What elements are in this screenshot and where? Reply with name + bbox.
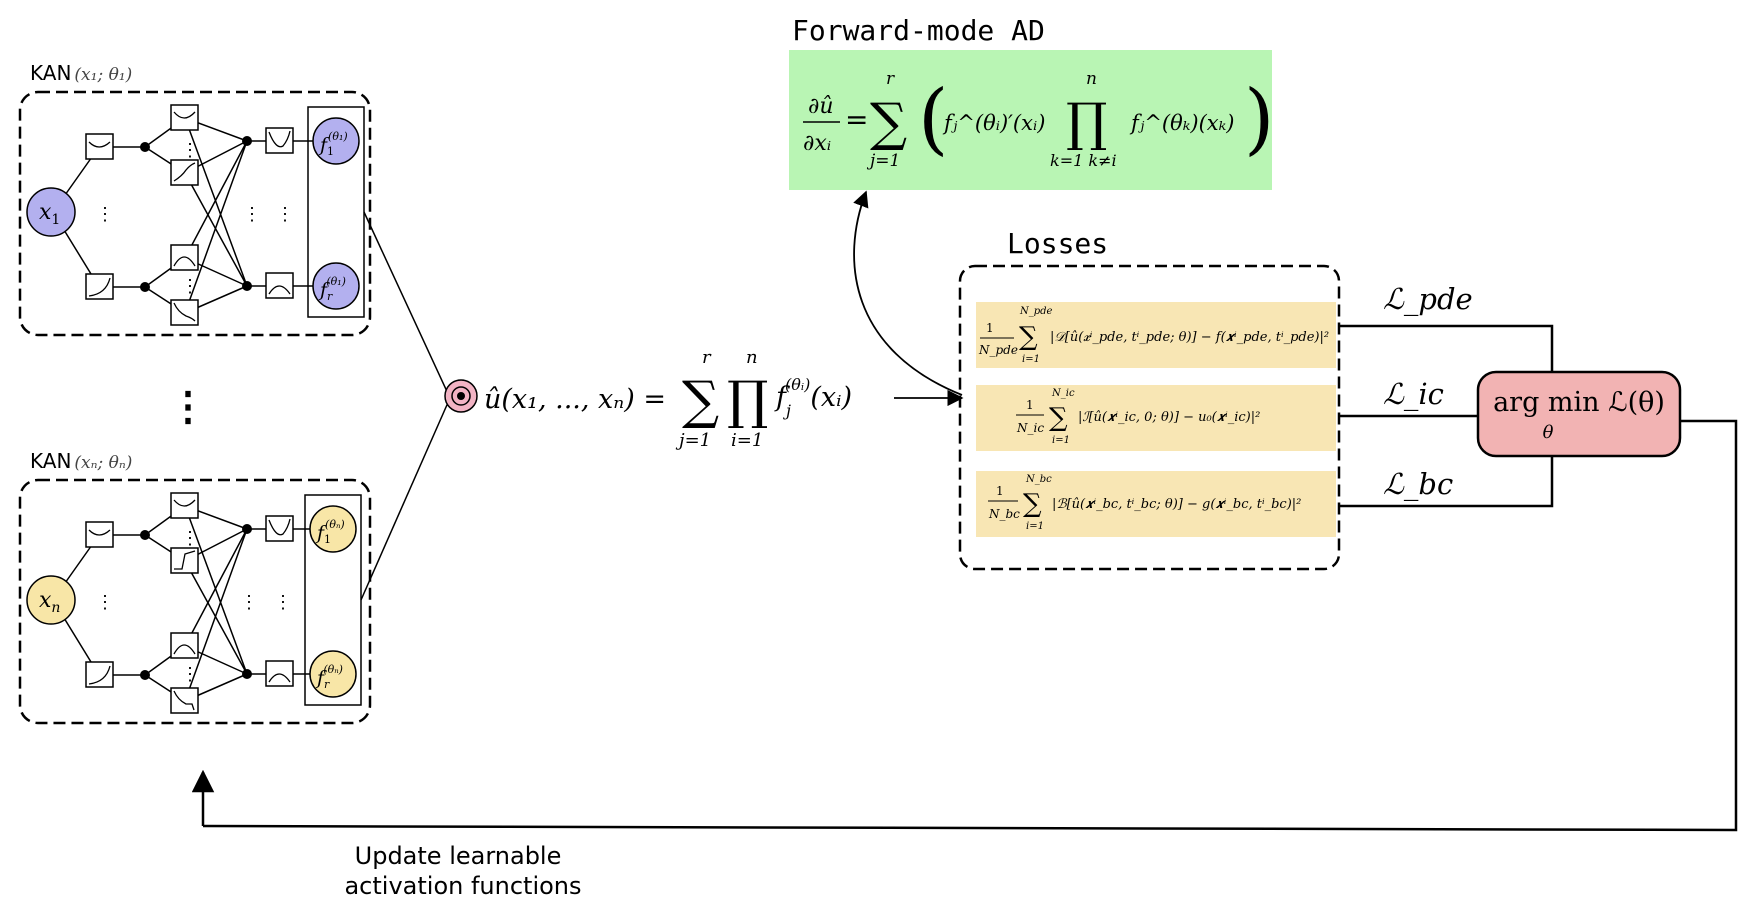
forward-ad-lparen: ( (918, 74, 948, 164)
kan-1-output-bottom-label: fr(θ₁) (318, 275, 346, 303)
loss-connectors (1339, 324, 1554, 508)
loss-ic-frac-num: 1 (1026, 398, 1034, 412)
loss-pde-frac-den: N_pde (978, 343, 1018, 357)
kan-block-1: KAN(x₁; θ₁) (18, 61, 372, 337)
kan-1-output-node-bottom (312, 262, 360, 310)
product-formula-lhs: û(x₁, ..., xₙ) = (484, 384, 666, 415)
svg-text:⋮: ⋮ (96, 204, 114, 225)
feedback-loop-line (202, 419, 1738, 832)
kan-n-input-label: xn (39, 588, 60, 616)
forward-ad-prod-symbol: ∏ (1066, 93, 1107, 153)
kan-1-input-label: x1 (39, 200, 60, 228)
svg-text:⋮: ⋮ (276, 204, 294, 225)
svg-text:⋮: ⋮ (181, 276, 199, 297)
product-formula: û(x₁, ..., xₙ) = r ∑ j=1 n ∏ i=1 fj(θᵢ)(… (484, 347, 852, 451)
forward-ad-background (789, 50, 1272, 190)
feedback-label-line1: Update learnable (355, 842, 562, 870)
svg-text:⋮: ⋮ (240, 592, 258, 613)
forward-ad-lhs-den: ∂xᵢ (803, 131, 831, 156)
loss-bc-sum-symbol: ∑ (1023, 489, 1042, 519)
kan-n-output-top-label: f1(θₙ) (315, 518, 345, 546)
kan-n-junction-dots (140, 524, 252, 680)
forward-ad-arrow (853, 190, 963, 396)
loss-bc-label: ℒ_bc (1383, 467, 1453, 502)
forward-ad-eq: = (845, 103, 868, 136)
kan-1-input-node (26, 187, 76, 237)
svg-text:⋮: ⋮ (181, 664, 199, 685)
kan-blocks-ellipsis: ⋮ (168, 383, 208, 430)
kan-n-input-node (26, 575, 76, 625)
kan-1-activation-curves (88, 111, 291, 322)
svg-text:⋮: ⋮ (243, 204, 261, 225)
kan-n-output-node-top (309, 505, 357, 553)
kan-n-ellipses: ⋮ ⋮ ⋮ ⋮ ⋮ (96, 528, 292, 685)
argmin-text: arg min ℒ(θ) (1493, 387, 1665, 418)
forward-ad-prod-top: n (1086, 69, 1097, 89)
argmin-sub: θ (1543, 422, 1554, 443)
forward-ad-lhs-num: ∂û (808, 94, 834, 119)
loss-pde-row (976, 302, 1336, 368)
kan-block-n: KAN(xₙ; θₙ) (18, 449, 372, 725)
kan-1-ellipses: ⋮ ⋮ ⋮ ⋮ ⋮ (96, 140, 294, 297)
forward-ad-prod-term: fⱼ^(θₖ)(xₖ) (1129, 111, 1235, 135)
kan-n-title: KAN(xₙ; θₙ) (30, 449, 132, 473)
product-prod-symbol: ∏ (727, 371, 768, 431)
loss-ic-frac-den: N_ic (1016, 421, 1044, 435)
loss-pde-sum-bottom: i=1 (1022, 354, 1040, 365)
loss-bc-frac-den: N_bc (988, 507, 1020, 521)
forward-ad-title: Forward-mode AD (792, 14, 1045, 47)
loss-ic-label: ℒ_ic (1383, 377, 1444, 412)
forward-ad-sum-top: r (886, 69, 895, 89)
kan-n-activation-curves (88, 499, 291, 711)
kan-1-junction-dots (140, 136, 252, 292)
loss-pde-sum-symbol: ∑ (1019, 322, 1038, 352)
svg-text:⋮: ⋮ (181, 528, 199, 549)
kan-1-title: KAN(x₁; θ₁) (30, 61, 132, 85)
losses-frame (958, 264, 1341, 571)
product-sum-bottom: j=1 (675, 430, 711, 451)
loss-pde-label: ℒ_pde (1383, 282, 1473, 317)
product-term: fj(θᵢ)(xᵢ) (774, 375, 852, 420)
argmin-box: arg min ℒ(θ) θ (1476, 370, 1682, 458)
forward-ad-prod-bottom: k=1 k≠i (1050, 151, 1117, 170)
loss-bc-sum-top: N_bc (1025, 474, 1052, 485)
loss-bc-row (976, 471, 1336, 537)
losses-title: Losses (1007, 227, 1108, 260)
loss-pde-body: |𝒟[û(𝒙ⁱ_pde, tⁱ_pde; θ)] − f(𝒙ⁱ_pde, tⁱ_… (1050, 330, 1329, 345)
kan-1-output-node-top (312, 117, 360, 165)
kan-1-output-top-label: f1(θ₁) (318, 130, 348, 158)
kan-1-edges (52, 117, 336, 314)
loss-ic-sum-bottom: i=1 (1052, 435, 1070, 446)
loss-ic-sum-top: N_ic (1051, 388, 1075, 399)
product-sum-top: r (702, 347, 712, 368)
product-prod-bottom: i=1 (731, 430, 763, 451)
forward-ad-deriv-term: fⱼ^(θᵢ)′(xᵢ) (942, 111, 1045, 135)
feedback-label-line2: activation functions (344, 872, 581, 900)
forward-ad-rparen: ) (1244, 74, 1274, 164)
loss-pde-frac-num: 1 (986, 321, 994, 335)
loss-bc-body: |ℬ[û(𝒙ⁱ_bc, tⁱ_bc; θ)] − g(𝒙ⁱ_bc, tⁱ_bc)… (1052, 497, 1301, 512)
forward-ad-box: Forward-mode AD ∂û ∂xᵢ = r ∑ j=1 ( fⱼ^(θ… (789, 14, 1274, 190)
svg-text:⋮: ⋮ (181, 140, 199, 161)
loss-ic-sum-symbol: ∑ (1049, 403, 1068, 433)
forward-ad-sum-bottom: j=1 (866, 151, 900, 171)
losses-panel: Losses 1 N_pde N_pde ∑ i=1 |𝒟[û(𝒙ⁱ_pde, … (958, 227, 1341, 571)
loss-pde-sum-top: N_pde (1019, 306, 1053, 317)
loss-ic-row (976, 385, 1336, 451)
loss-bc-frac-num: 1 (996, 484, 1004, 498)
kan-1-to-product-line (363, 211, 451, 399)
product-node (444, 379, 478, 413)
kan-n-output-bottom-label: fr(θₙ) (315, 663, 343, 691)
product-sum-symbol: ∑ (682, 371, 719, 431)
kan-n-activation-boxes (85, 492, 294, 714)
product-prod-top: n (746, 347, 758, 368)
svg-text:⋮: ⋮ (96, 592, 114, 613)
kan-n-to-product-line (360, 397, 451, 601)
loss-bc-sum-bottom: i=1 (1026, 521, 1044, 532)
loss-ic-body: |ℐ[û(𝒙ⁱ_ic, 0; θ)] − u₀(𝒙ⁱ_ic)|² (1078, 410, 1260, 425)
svg-text:⋮: ⋮ (274, 592, 292, 613)
forward-ad-sum-symbol: ∑ (870, 93, 907, 153)
kan-n-output-node-bottom (309, 650, 357, 698)
